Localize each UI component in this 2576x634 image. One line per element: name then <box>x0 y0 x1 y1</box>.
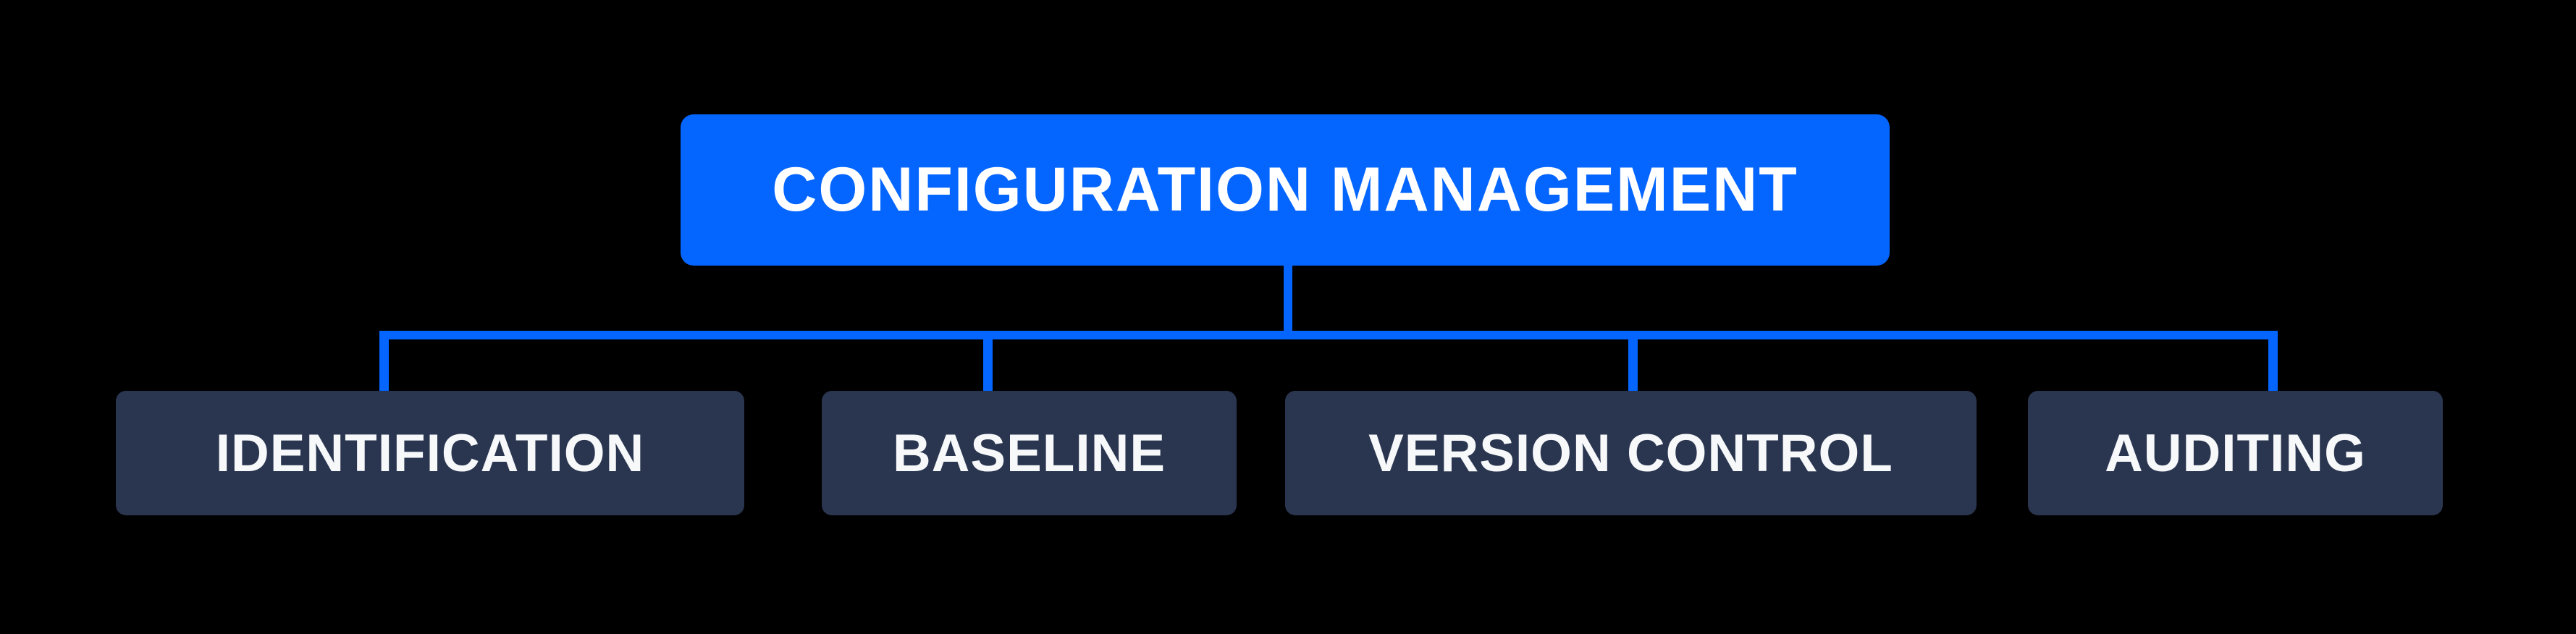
root-node-configuration-management: CONFIGURATION MANAGEMENT <box>681 114 1890 266</box>
drop-connector-baseline <box>983 331 993 391</box>
child-node-label: BASELINE <box>892 423 1166 483</box>
drop-connector-identification <box>379 331 389 391</box>
bus-connector <box>379 331 2278 339</box>
child-node-baseline: BASELINE <box>822 391 1237 515</box>
child-node-version-control: VERSION CONTROL <box>1285 391 1977 515</box>
trunk-connector <box>1284 266 1292 339</box>
drop-connector-auditing <box>2268 331 2278 391</box>
child-node-auditing: AUDITING <box>2028 391 2443 515</box>
child-node-label: VERSION CONTROL <box>1368 423 1893 483</box>
child-node-label: AUDITING <box>2105 423 2366 483</box>
child-node-identification: IDENTIFICATION <box>116 391 744 515</box>
child-node-label: IDENTIFICATION <box>215 423 645 483</box>
drop-connector-version-control <box>1628 331 1638 391</box>
root-node-label: CONFIGURATION MANAGEMENT <box>772 155 1798 224</box>
